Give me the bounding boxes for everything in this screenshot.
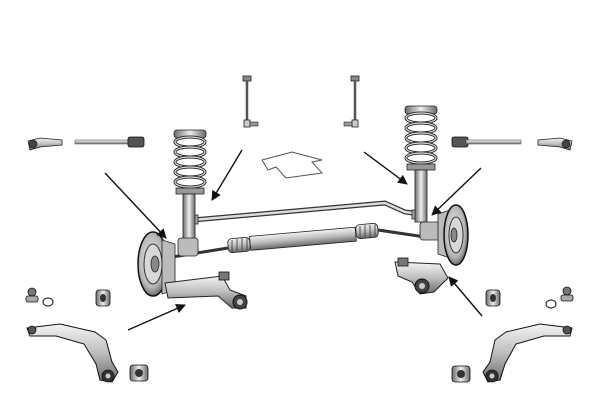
coil-spring-left-icon: [173, 129, 207, 257]
ball-joint-right-icon: [560, 286, 574, 302]
tie-rod-left-icon: [74, 136, 145, 148]
pointer-arrow: [448, 276, 483, 317]
tie-rod-end-right-icon: [537, 137, 573, 151]
pointer-arrow: [104, 172, 167, 239]
o-ring-left-icon: [42, 297, 54, 307]
pointer-arrow: [211, 149, 243, 201]
tie-rod-end-left-icon: [27, 137, 63, 151]
stabilizer-link-right-icon: [343, 75, 360, 128]
pointer-arrow: [127, 304, 186, 331]
pointer-arrows: [104, 149, 483, 331]
bushing-left-icon: [95, 289, 111, 307]
steering-rack-icon: [165, 223, 433, 260]
control-arm-right-icon: [482, 323, 573, 383]
control-arm-right-mounted: [394, 257, 449, 295]
stabilizer-bar-icon: [185, 200, 425, 225]
bushing-right-icon: [485, 289, 501, 307]
o-ring-right-icon: [545, 299, 557, 309]
control-arm-left-icon: [26, 323, 119, 383]
pointer-arrow: [363, 151, 408, 185]
coil-spring-right-icon: [404, 105, 441, 241]
ball-joint-left-icon: [25, 287, 39, 303]
brake-disc-right-icon: [437, 204, 469, 266]
bushing-lower-left-icon: [129, 364, 149, 382]
pointer-arrow: [431, 167, 482, 216]
tie-rod-right-icon: [451, 136, 522, 148]
direction-arrow-icon: [261, 151, 324, 179]
bushing-lower-right-icon: [451, 365, 471, 383]
control-arm-left-mounted: [164, 271, 248, 310]
stabilizer-link-left-icon: [242, 75, 259, 128]
